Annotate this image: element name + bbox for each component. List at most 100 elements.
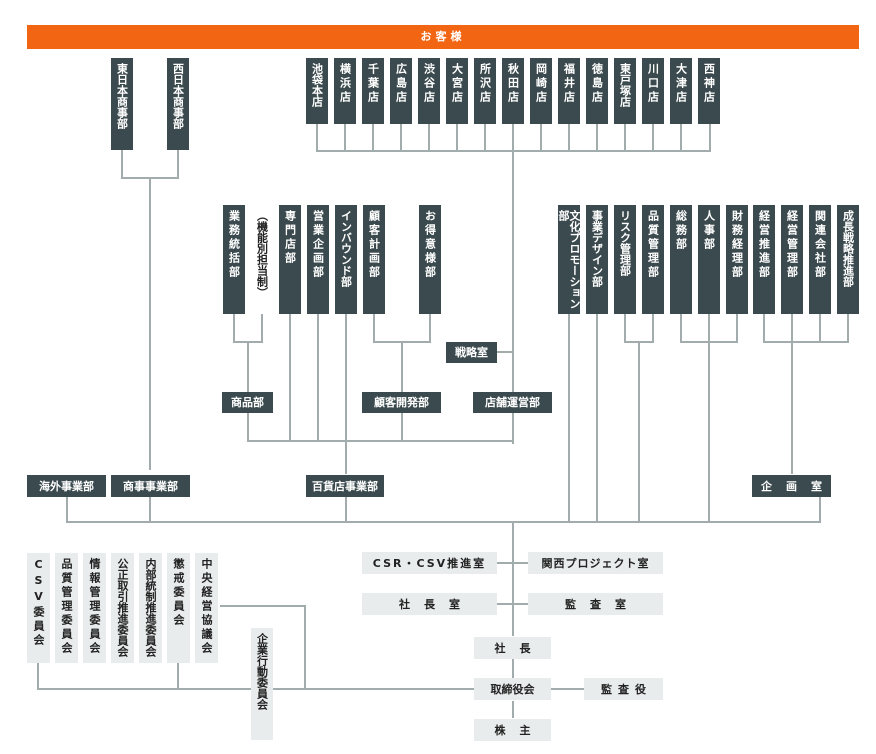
- store-14[interactable]: 西神店: [698, 58, 720, 124]
- customer-planning-dept[interactable]: 顧客計画部: [363, 205, 385, 314]
- label: 福井店: [562, 63, 576, 105]
- customer-development-dept[interactable]: 顧客開発部: [362, 392, 441, 413]
- store-2[interactable]: 千葉店: [362, 58, 384, 124]
- overseas-business-dept[interactable]: 海外事業部: [27, 475, 106, 497]
- label: 社長: [494, 641, 545, 655]
- label: 岡崎店: [534, 63, 548, 105]
- store-0[interactable]: 池袋本店: [306, 58, 328, 124]
- committee-6[interactable]: 中央経営協議会: [195, 553, 218, 663]
- label: 中央経営協議会: [200, 558, 213, 656]
- label: 情報管理委員会: [88, 558, 101, 656]
- customers-banner: お客様: [27, 25, 859, 49]
- corporate-dept-9[interactable]: 関連会社部: [809, 205, 831, 314]
- label: 人事部: [702, 210, 716, 252]
- committee-4[interactable]: 内部統制推進委員会: [139, 553, 162, 663]
- strategy-office[interactable]: 戦略室: [446, 342, 497, 363]
- president[interactable]: 社長: [474, 637, 551, 659]
- corporate-dept-6[interactable]: 財務経理部: [726, 205, 748, 314]
- label: 事業デザイン部: [590, 210, 604, 287]
- corporate-dept-1[interactable]: 事業デザイン部: [586, 205, 608, 314]
- corporate-dept-10[interactable]: 成長戦略推進部: [837, 205, 859, 314]
- label: 品質管理委員会: [60, 558, 73, 656]
- west-japan-trading-dept[interactable]: 西日本商事部: [167, 58, 189, 150]
- functional-note: （機能別担当制）: [251, 205, 273, 314]
- label: 社長室: [399, 597, 474, 611]
- label: 関連会社部: [813, 210, 827, 280]
- east-japan-trading-dept[interactable]: 東日本商事部: [111, 58, 133, 150]
- label: 戦略室: [455, 346, 488, 359]
- label: 東戸塚店: [618, 63, 632, 107]
- specialty-store-dept[interactable]: 専門店部: [279, 205, 301, 314]
- store-1[interactable]: 横浜店: [334, 58, 356, 124]
- corporate-dept-0[interactable]: 文化プロモーション部: [557, 205, 581, 314]
- store-6[interactable]: 所沢店: [474, 58, 496, 124]
- department-store-business-dept[interactable]: 百貨店事業部: [306, 475, 384, 497]
- corporate-dept-3[interactable]: 品質管理部: [642, 205, 664, 314]
- store-3[interactable]: 広島店: [390, 58, 412, 124]
- committee-3[interactable]: 公正取引推進委員会: [111, 553, 134, 663]
- label: 川口店: [646, 63, 660, 105]
- auditors[interactable]: 監査役: [584, 678, 663, 700]
- corporate-dept-7[interactable]: 経営推進部: [753, 205, 775, 314]
- label: 専門店部: [283, 210, 297, 266]
- label: 監査室: [565, 597, 640, 611]
- label: 成長戦略推進部: [841, 210, 855, 287]
- store-9[interactable]: 福井店: [558, 58, 580, 124]
- label: 徳島店: [590, 63, 604, 105]
- label: 顧客開発部: [374, 396, 429, 409]
- audit-office[interactable]: 監査室: [528, 593, 663, 615]
- label: 取締役会: [490, 682, 535, 696]
- label: 横浜店: [338, 63, 352, 105]
- label: 監査役: [601, 682, 652, 696]
- label: お得意様部: [423, 210, 437, 280]
- csr-csv-office[interactable]: CSR・CSV推進室: [362, 552, 497, 574]
- store-5[interactable]: 大宮店: [446, 58, 468, 124]
- committee-1[interactable]: 品質管理委員会: [55, 553, 78, 663]
- label: 秋田店: [506, 63, 520, 105]
- store-13[interactable]: 大津店: [670, 58, 692, 124]
- label: 関西プロジェクト室: [541, 556, 650, 570]
- corporate-dept-4[interactable]: 総務部: [670, 205, 692, 314]
- shareholders[interactable]: 株主: [474, 719, 551, 741]
- planning-office[interactable]: 企画室: [752, 475, 831, 497]
- label: 懲戒委員会: [172, 558, 185, 628]
- label: インバウンド部: [339, 210, 353, 287]
- corporate-dept-5[interactable]: 人事部: [698, 205, 720, 314]
- store-10[interactable]: 徳島店: [586, 58, 608, 124]
- store-11[interactable]: 東戸塚店: [614, 58, 636, 124]
- label: 業務統括部: [227, 210, 241, 280]
- label: CSV委員会: [32, 558, 45, 648]
- store-12[interactable]: 川口店: [642, 58, 664, 124]
- committee-0[interactable]: CSV委員会: [27, 553, 50, 663]
- store-4[interactable]: 渋谷店: [418, 58, 440, 124]
- label: 大宮店: [450, 63, 464, 105]
- label: 経営推進部: [757, 210, 771, 280]
- store-8[interactable]: 岡崎店: [530, 58, 552, 124]
- store-operations-dept[interactable]: 店舗運営部: [473, 392, 552, 413]
- label: 営業企画部: [311, 210, 325, 280]
- label: 品質管理部: [646, 210, 660, 280]
- label: 文化プロモーション部: [557, 210, 581, 309]
- label: 西神店: [702, 63, 716, 105]
- label: 公正取引推進委員会: [116, 558, 129, 657]
- label: 企業行動委員会: [255, 633, 269, 710]
- committee-5[interactable]: 懲戒委員会: [167, 553, 190, 663]
- key-customer-dept[interactable]: お得意様部: [419, 205, 441, 314]
- sales-planning-dept[interactable]: 営業企画部: [307, 205, 329, 314]
- president-office[interactable]: 社長室: [362, 593, 497, 615]
- corporate-dept-2[interactable]: リスク管理部: [614, 205, 636, 314]
- label: 池袋本店: [310, 63, 324, 107]
- operations-management-dept[interactable]: 業務統括部: [223, 205, 245, 314]
- label: 商事事業部: [123, 479, 178, 493]
- trading-business-dept[interactable]: 商事事業部: [111, 475, 190, 497]
- store-7[interactable]: 秋田店: [502, 58, 524, 124]
- products-dept[interactable]: 商品部: [222, 392, 273, 413]
- inbound-dept[interactable]: インバウンド部: [335, 205, 357, 314]
- kansai-project-office[interactable]: 関西プロジェクト室: [528, 552, 663, 574]
- label: リスク管理部: [618, 210, 632, 276]
- label: 顧客計画部: [367, 210, 381, 280]
- committee-2[interactable]: 情報管理委員会: [83, 553, 106, 663]
- corporate-dept-8[interactable]: 経営管理部: [781, 205, 803, 314]
- corporate-conduct-committee[interactable]: 企業行動委員会: [251, 628, 273, 740]
- board-of-directors[interactable]: 取締役会: [474, 678, 551, 700]
